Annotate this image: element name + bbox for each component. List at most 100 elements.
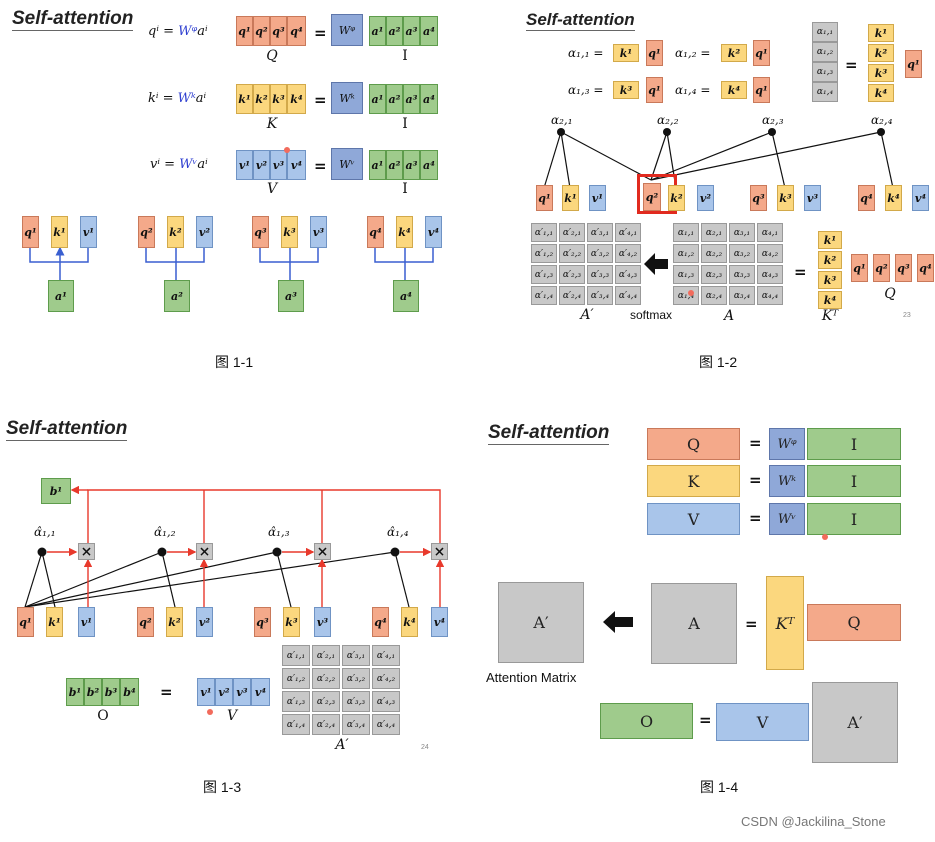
eq-q-w: Wᵠ [178,24,198,39]
matrix-cell: α′₁,₃ [282,691,310,712]
p2-r-v4: v⁴ [912,185,929,211]
p1-k4: k⁴ [287,84,306,114]
p1-a1: a¹ [369,16,386,46]
p3-O-b4: b⁴ [120,678,139,706]
matrix-cell: α₃,₄ [729,286,755,305]
p1-eq-v: vⁱ = Wᵛaⁱ [150,157,208,172]
p1-wv: Wᵛ [331,148,363,180]
matrix-cell: α′₂,₁ [559,223,585,242]
p2-A-label: A [723,308,735,324]
p1-I-label2: I [402,116,408,132]
p1-a4: a⁴ [420,16,438,46]
matrix-cell: α′₁,₃ [531,265,557,284]
p4-eq5: = [699,711,712,729]
p3-q2: q² [137,607,154,637]
p1-Q-label: Q [266,48,278,64]
p2-Q-q2: q² [873,254,890,282]
p1-g1-v: v¹ [80,216,97,248]
p1-v1: v¹ [236,150,253,180]
p3-k2: k² [166,607,183,637]
p1-a3b: a³ [403,84,420,114]
p2-Q-q3: q³ [895,254,912,282]
p4-eq1: = [749,434,762,452]
p1-g3-a: a³ [278,280,304,312]
p1-a1c: a¹ [369,150,386,180]
p2-Aprime-label: A′ [580,307,594,323]
p1-a1b: a¹ [369,84,386,114]
matrix-cell: α′₃,₄ [587,286,613,305]
p1-title: Self-attention [12,8,134,31]
p2-alpha24: α₂,₄ [871,113,893,127]
p1-g3-v: v³ [310,216,327,248]
p3-mult-1: × [78,543,95,560]
p1-g3-q: q³ [252,216,269,248]
p4-eq4: = [745,615,758,633]
p4-Wv: Wᵛ [769,503,805,535]
p1-a2b: a² [386,84,403,114]
matrix-cell: α′₂,₃ [312,691,340,712]
p3-caption: 图 1-3 [203,779,242,795]
p1-K-label: K [266,116,278,132]
p4-O: O [600,703,693,739]
p1-eq2: = [314,91,327,109]
p2-softmax-label: softmax [630,308,673,322]
p4-I2: I [807,465,901,497]
p3-ahat11: α̂₁,₁ [34,525,56,539]
matrix-cell: α₄,₁ [757,223,783,242]
matrix-cell: α₂,₃ [701,265,727,284]
p1-k3: k³ [270,84,287,114]
p3-ahat13: α̂₁,₃ [268,525,290,539]
matrix-cell: α₄,₂ [757,244,783,263]
p1-eq-k: kⁱ = Wᵏaⁱ [148,91,206,106]
p1-g2-k: k² [167,216,184,248]
matrix-cell: α′₃,₃ [587,265,613,284]
p4-eq2: = [749,471,762,489]
p4-red-dot [822,534,828,540]
matrix-cell: α₁,₄ [673,286,699,305]
p2-q1-eq2: q¹ [753,40,770,66]
p4-caption: 图 1-4 [700,779,739,795]
p4-V2: V [716,703,809,741]
p3-Aprime-label: A′ [335,737,349,753]
p3-q4: q⁴ [372,607,389,637]
p2-KT-label: Kᵀ [821,308,839,324]
p1-eq3: = [314,157,327,175]
matrix-cell: α′₁,₄ [282,714,310,735]
eq-q-a: aⁱ [197,24,208,39]
p1-a3c: a³ [403,150,420,180]
p2-k2-eq: k² [721,44,747,62]
p2-r-k3: k³ [777,185,794,211]
p1-V-label: V [266,181,278,197]
matrix-cell: α₃,₁ [729,223,755,242]
p3-V-v2: v² [215,678,233,706]
p3-eq: = [160,683,173,701]
p1-wq: Wᵠ [331,14,363,46]
matrix-cell: α₂,₁ [701,223,727,242]
matrix-cell: α′₄,₂ [615,244,641,263]
eq-k-lhs: kⁱ = [148,91,178,106]
matrix-cell: α′₃,₃ [342,691,370,712]
p2-eq-main: = [794,263,807,281]
p2-q1-eq4: q¹ [753,77,770,103]
p3-O-b1: b¹ [66,678,84,706]
p1-g1-k: k¹ [51,216,68,248]
p3-k3: k³ [283,607,300,637]
p2-r-q4: q⁴ [858,185,875,211]
p1-a2: a² [386,16,403,46]
p2-Q-label: Q [884,286,896,302]
p3-title: Self-attention [6,418,128,441]
matrix-cell: α₁,₃ [673,265,699,284]
p1-g2-q: q² [138,216,155,248]
p1-v4: v⁴ [287,150,306,180]
p2-alpha13-eq: α₁,₃ = [568,83,604,97]
p2-kT-1: k¹ [818,231,842,249]
matrix-cell: α₁,₁ [673,223,699,242]
matrix-cell: α′₄,₃ [615,265,641,284]
p1-g2-a: a² [164,280,190,312]
p1-red-dot [284,147,290,153]
p2-r-k2: k² [668,185,685,211]
p3-red-dot [207,709,213,715]
matrix-cell: α′₂,₃ [559,265,585,284]
p4-Q2: Q [807,604,901,641]
p2-q1-eq: q¹ [646,40,663,66]
